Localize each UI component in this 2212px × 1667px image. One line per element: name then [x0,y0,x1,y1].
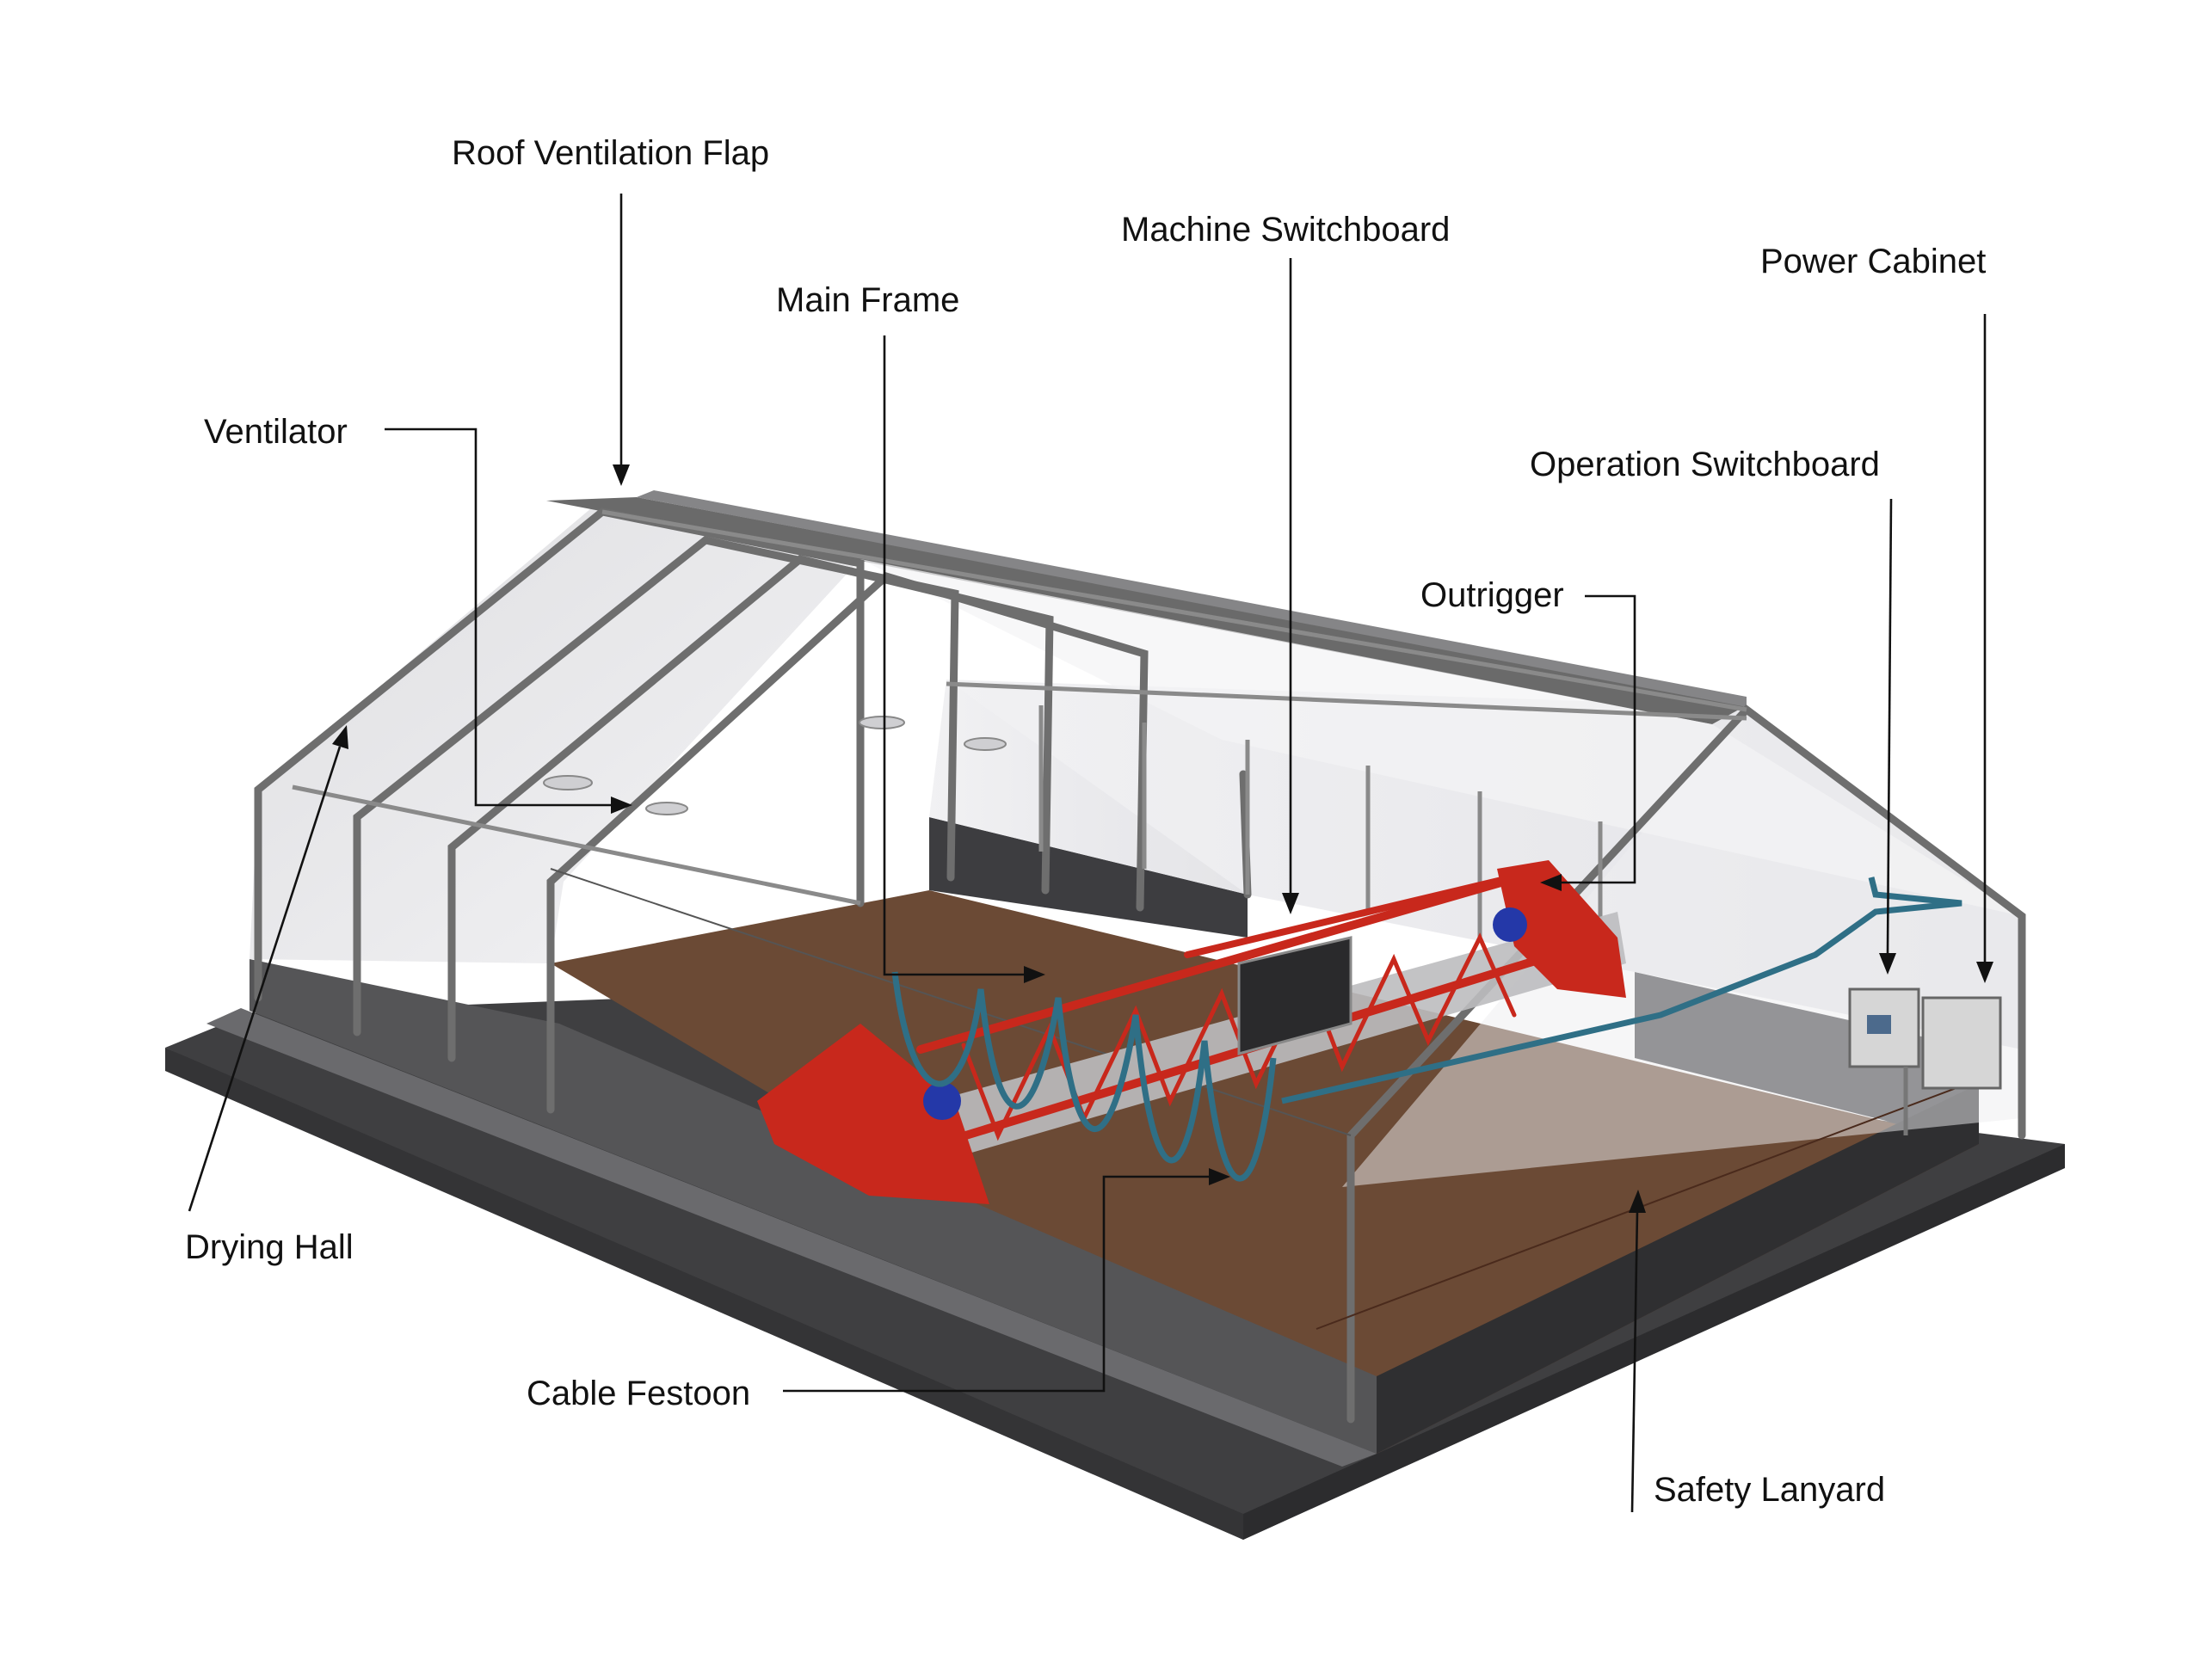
leader-operation-switchboard [1886,498,1893,954]
leader-drying-hall [188,746,342,1212]
slab-right-face [1243,1144,2065,1540]
label-cable-festoon: Cable Festoon [527,1375,750,1412]
left-film-wall [250,499,860,963]
left-eave-purlin [292,784,861,906]
label-roof-ventilation-flap: Roof Ventilation Flap [452,134,769,172]
turning-machine [757,860,1626,1204]
ventilator-fan-3 [859,716,905,729]
ventilator-fan-2 [645,802,688,815]
label-main-frame: Main Frame [776,281,959,319]
machine-switchboard-box [1237,936,1352,1055]
ridge-purlin [601,509,1747,712]
arrow-main-frame [1024,966,1045,983]
left-curb-wall [250,959,1377,1454]
leader-cable-festoon [783,1175,1209,1393]
label-ventilator: Ventilator [204,413,348,451]
ventilator-fan-4 [964,737,1007,751]
power-cabinet-box [1921,996,2002,1090]
arch-3 [447,555,1054,1062]
cabinets [1848,987,2002,1135]
leader-outrigger [1562,594,1636,884]
arrow-ventilator [611,797,632,814]
arch-2 [353,536,959,1036]
arrow-safety-lanyard [1629,1190,1646,1213]
back-curb-wall [929,817,1248,938]
right-roof-film [860,559,2022,916]
right-outrigger-carriage [1497,860,1626,998]
slab-front-face [165,1048,1243,1540]
arrow-drying-hall [332,725,348,749]
left-drive-motor [923,1082,961,1120]
leader-ventilator [385,428,611,807]
left-outrigger-carriage [757,1024,989,1204]
label-outrigger: Outrigger [1420,576,1564,614]
ventilator-fan-1 [543,775,593,790]
right-drive-motor [1493,907,1527,942]
roof-ridge-strip [637,490,1747,707]
main-frame-back-chord [1184,865,1552,958]
arrow-power-cabinet [1976,962,1993,983]
callouts: Roof Ventilation Flap Machine Switchboar… [185,134,1993,1513]
label-drying-hall: Drying Hall [185,1228,354,1266]
ventilators [543,716,1007,815]
curb-walls [206,817,1979,1467]
arrow-cable-festoon [1209,1168,1230,1185]
arrow-roof-ventilation-flap [613,464,630,486]
back-eave-purlin [946,681,1747,721]
label-operation-switchboard: Operation Switchboard [1530,446,1880,483]
leader-main-frame [883,335,1024,976]
cable-festoon-loops [891,971,1277,1182]
left-curb-top [206,1008,1377,1467]
cable-supply-line [1281,877,1962,1104]
label-machine-switchboard: Machine Switchboard [1121,211,1450,249]
operation-switchboard-screen [1867,1015,1891,1034]
label-safety-lanyard: Safety Lanyard [1654,1471,1885,1509]
arrow-machine-switchboard [1282,893,1299,914]
front-rail-wire [550,868,1352,1136]
arrow-operation-switchboard [1879,953,1896,975]
leader-safety-lanyard [1630,1210,1639,1513]
steel-frame [254,507,2026,1424]
safety-lanyard-wire [1315,1079,1980,1330]
arrow-outrigger [1540,874,1562,891]
label-power-cabinet: Power Cabinet [1760,243,1986,280]
front-curb-wall [1377,1084,1979,1454]
main-frame-top-chord [916,864,1553,1054]
